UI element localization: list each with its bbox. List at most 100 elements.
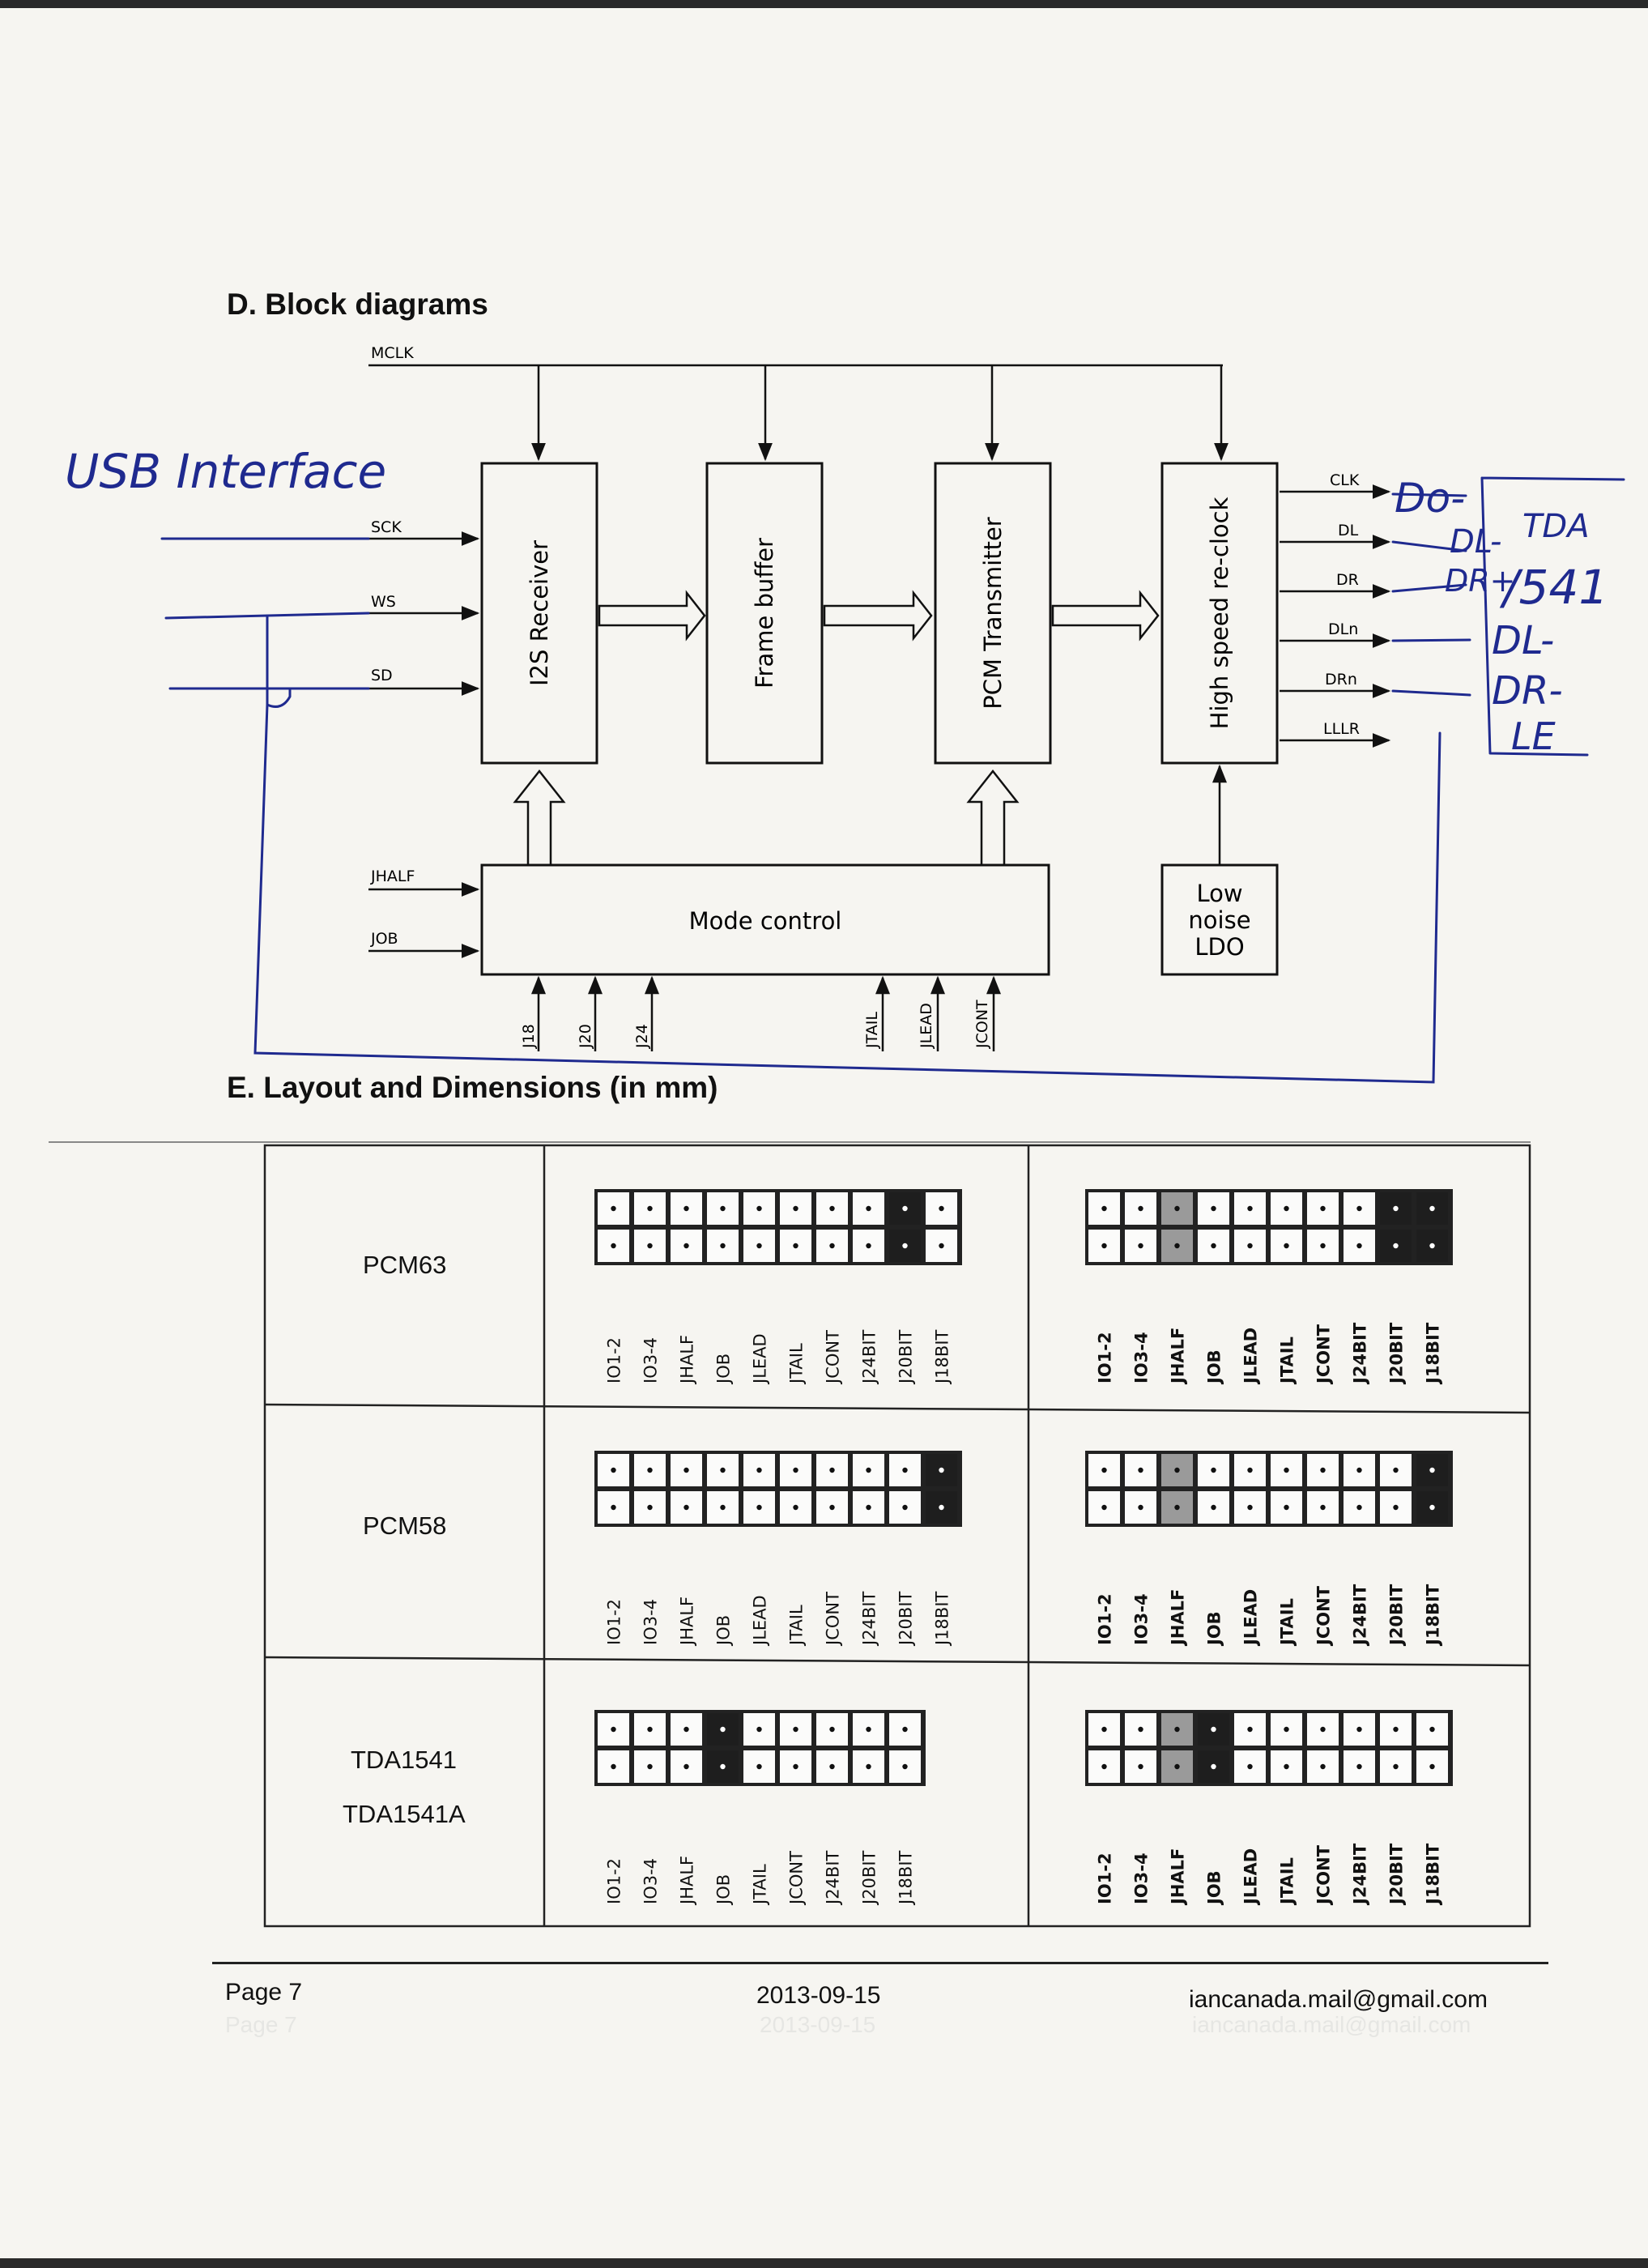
header-pin [1247, 1243, 1253, 1249]
footer-date: 2013-09-15 [756, 1982, 881, 2009]
header-pin [866, 1243, 871, 1249]
header-pin [1174, 1726, 1180, 1733]
row-divider-2 [264, 1656, 1531, 1667]
jumper-label: J18BIT [933, 1591, 952, 1647]
row-label-tda1541a: TDA1541A [343, 1800, 466, 1828]
mode-arrow-pcm [966, 769, 1020, 865]
header-pin [756, 1243, 762, 1249]
pen-le-note: LE [1511, 714, 1556, 758]
ldo-line-1: Low [1196, 880, 1242, 907]
jumper-label: J24BIT [1351, 1584, 1370, 1647]
pen-dl2-note: DL- [1492, 618, 1554, 663]
pen-1541-note: /541 [1499, 560, 1608, 615]
jumper-label: JCONT [787, 1851, 807, 1906]
jumper-label: JHALF [678, 1856, 697, 1906]
header-pin [793, 1467, 798, 1473]
header-pin [902, 1763, 908, 1770]
header-pin [829, 1763, 835, 1770]
layout-heading: E. Layout and Dimensions (in mm) [227, 1071, 718, 1104]
jumper-label: JCONT [1314, 1324, 1334, 1385]
mode-control-block [480, 863, 1050, 976]
footer-email: iancanada.mail@gmail.com [1189, 1986, 1488, 2013]
header-pin [1247, 1726, 1253, 1733]
header-pin [902, 1467, 908, 1473]
header-pin [720, 1243, 726, 1249]
flow-arrow-1 [598, 590, 706, 642]
header-pin [683, 1726, 689, 1733]
jumper-label: J20BIT [1387, 1584, 1407, 1647]
header-pin [1429, 1205, 1435, 1212]
header-pin [611, 1243, 616, 1249]
sck-label: SCK [371, 518, 402, 536]
jumper-label: JCONT [824, 1330, 843, 1385]
jumper-label: JLEAD [1241, 1328, 1261, 1385]
header-pin [829, 1504, 835, 1511]
jumper-label: J24BIT [860, 1591, 879, 1647]
footer-page: Page 7 [225, 1979, 303, 2006]
ldo-line-3: LDO [1194, 933, 1244, 961]
header-pin [1284, 1726, 1289, 1733]
header-pin [1320, 1467, 1326, 1473]
usb-interface-note: USB Interface [65, 444, 386, 499]
header-pin [1320, 1763, 1326, 1770]
jlead-label: JLEAD [918, 1003, 935, 1049]
ldo-line-2: noise [1188, 906, 1250, 934]
header-pin [829, 1205, 835, 1212]
header-pin [866, 1726, 871, 1733]
layout-table [263, 1144, 1531, 1928]
jumper-label: J20BIT [860, 1850, 879, 1906]
jumper-label: JOB [714, 1874, 734, 1906]
header-pin [756, 1467, 762, 1473]
jumper-label: J20BIT [896, 1329, 916, 1385]
header-pin [1211, 1467, 1216, 1473]
jumper-label: IO1-2 [605, 1337, 624, 1383]
header-pin [902, 1243, 908, 1249]
header-pin [793, 1763, 798, 1770]
j18-label: J18 [520, 1024, 538, 1049]
job-label: JOB [370, 930, 398, 948]
header-pin [1174, 1243, 1180, 1249]
header-pin [1101, 1467, 1107, 1473]
header-pin [939, 1467, 944, 1473]
header-pin [1429, 1726, 1435, 1733]
header-pin [1393, 1763, 1399, 1770]
header-pin [1138, 1467, 1143, 1473]
jtail-label: JTAIL [863, 1012, 881, 1049]
header-pin [611, 1763, 616, 1770]
row-label-pcm63: PCM63 [363, 1251, 447, 1279]
pen-tda-note: TDA [1522, 508, 1590, 545]
header-pin [866, 1504, 871, 1511]
out-label-clk: CLK [1330, 471, 1360, 489]
mode-arrow-i2s [513, 769, 566, 865]
jumper-label: JTAIL [787, 1343, 807, 1385]
header-pin [611, 1504, 616, 1511]
sd-label: SD [371, 667, 393, 684]
header-pin [720, 1467, 726, 1473]
header-pin [1429, 1763, 1435, 1770]
header-pin [1174, 1763, 1180, 1770]
header-pin [793, 1205, 798, 1212]
header-pin [647, 1763, 653, 1770]
j20-label: J20 [577, 1024, 594, 1049]
jumper-label: JTAIL [787, 1605, 807, 1647]
header-pin [683, 1243, 689, 1249]
jumper-label: J24BIT [860, 1329, 879, 1385]
header-pin [1101, 1504, 1107, 1511]
header-pin [1211, 1726, 1216, 1733]
header-pin [756, 1205, 762, 1212]
header-pin [829, 1243, 835, 1249]
header-pin [1211, 1763, 1216, 1770]
out-label-dr: DR [1336, 571, 1359, 589]
pcm-transmitter-label: PCM Transmitter [979, 517, 1007, 710]
flow-arrow-2 [823, 590, 933, 642]
header-pin [1284, 1504, 1289, 1511]
row-label-pcm58: PCM58 [363, 1511, 447, 1540]
jumper-label: JHALF [678, 1597, 697, 1647]
pen-wire-2 [1391, 540, 1467, 552]
header-pin [1284, 1243, 1289, 1249]
table-border [263, 1144, 1531, 1928]
jcont-label: JCONT [973, 1000, 991, 1049]
